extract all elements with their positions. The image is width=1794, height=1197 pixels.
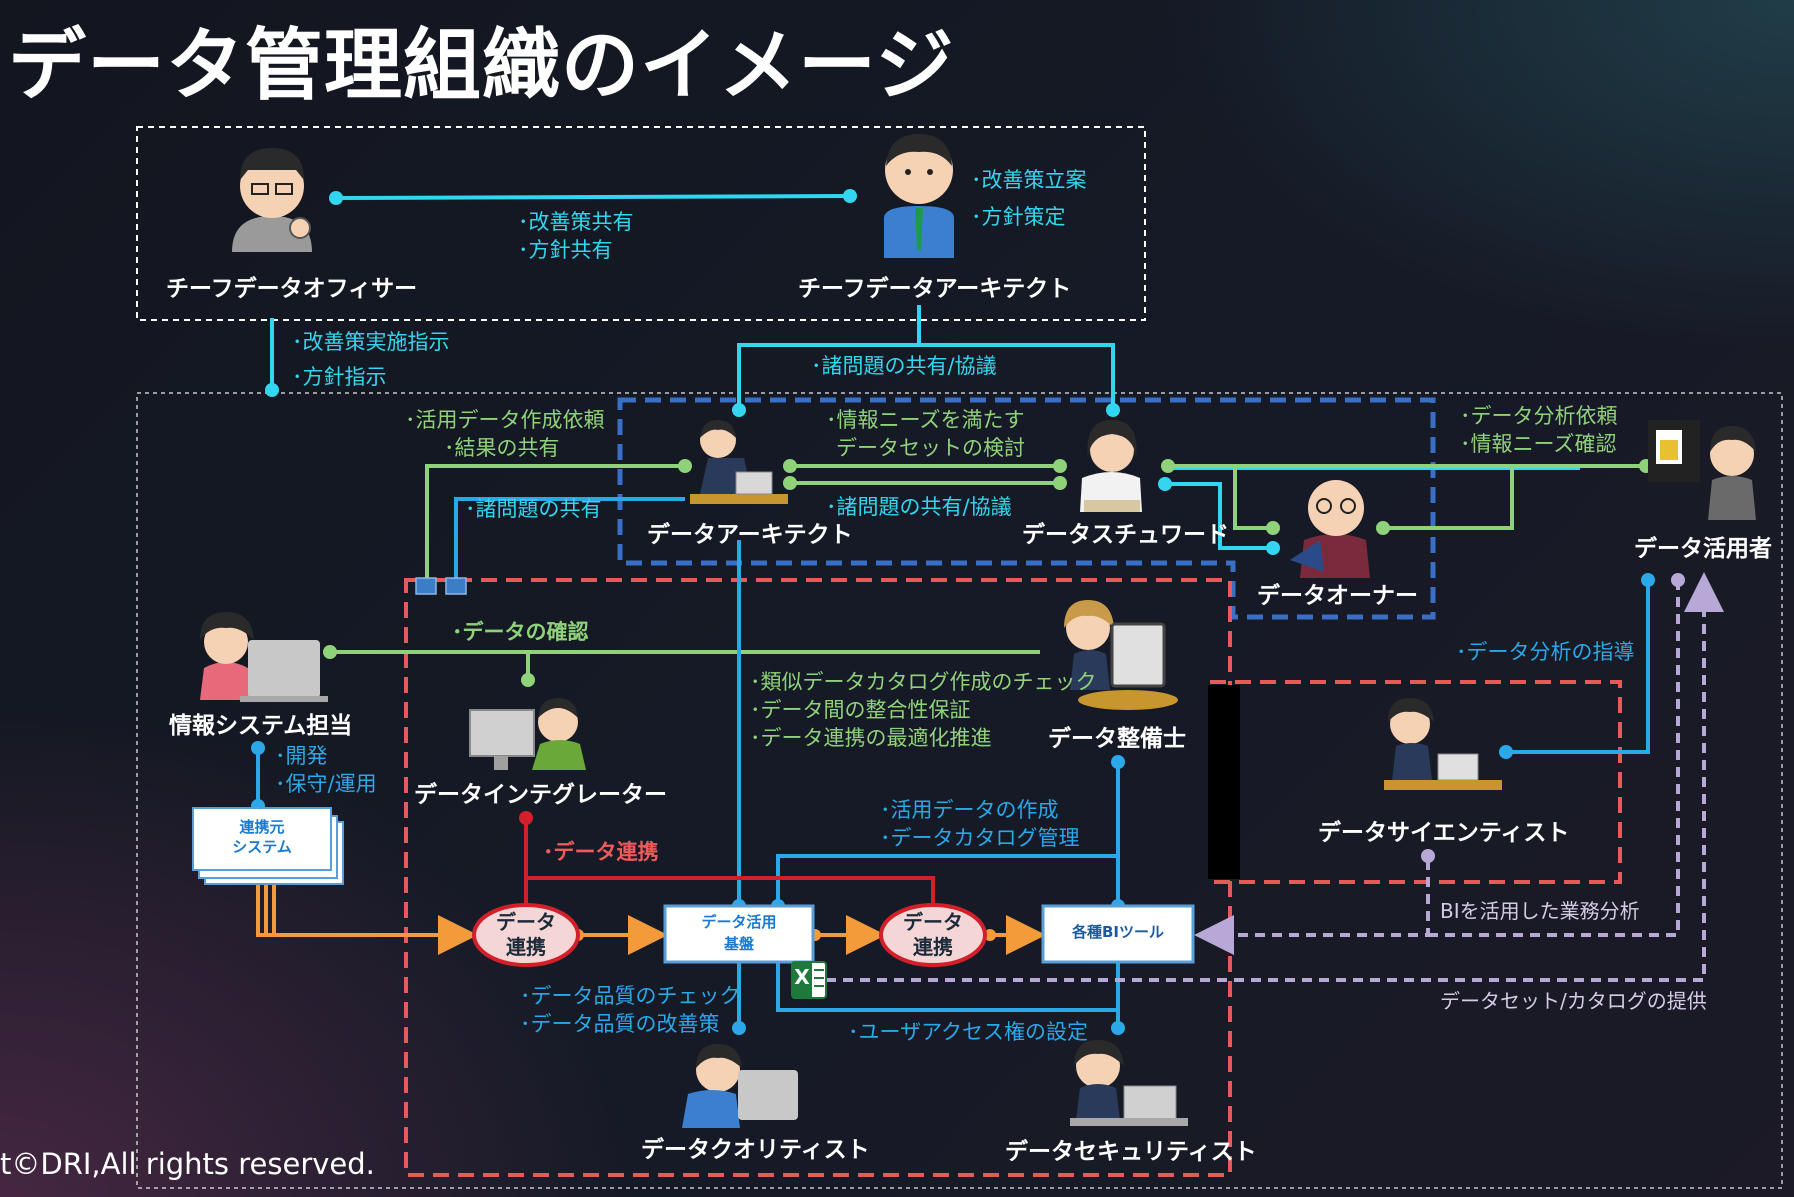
link1-label-a: データ (496, 910, 556, 934)
red-links (524, 818, 935, 912)
platform-label-a: データ活用 (701, 913, 777, 931)
note-issues-share: ･諸問題の共有 (465, 497, 602, 521)
note-catalog-3: ･データ連携の最適化推進 (750, 726, 992, 750)
engineering-box (404, 578, 1232, 1177)
preparer-person-icon (1064, 600, 1178, 710)
role-user: データ活用者 (1634, 536, 1772, 562)
executive-box (136, 126, 1146, 321)
blue-dots (251, 573, 1655, 1035)
cda-person-icon (884, 134, 954, 258)
note-quality-2: ･データ品質の改善策 (520, 1012, 720, 1036)
excel-icon (791, 961, 827, 999)
note-ops: ･保守/運用 (275, 772, 377, 796)
note-catalog-1: ･類似データカタログ作成のチェック (750, 670, 1097, 694)
role-architect: データアーキテクト (647, 522, 853, 548)
note-create-2: ･データカタログ管理 (880, 826, 1080, 850)
role-scientist: データサイエンティスト (1318, 820, 1570, 846)
source-system-label: 連携元 システム (232, 818, 292, 856)
link1-ellipse (472, 903, 580, 967)
governance-box (617, 397, 1436, 620)
role-security: データセキュリティスト (1005, 1139, 1257, 1165)
copyright: t©DRI,All rights reserved. (0, 1147, 375, 1181)
bi-tools-label: 各種BIツール (1071, 923, 1164, 941)
role-integrator: データインテグレーター (414, 782, 667, 808)
note-needs-1: ･情報ニーズを満たす (826, 408, 1025, 432)
role-preparer: データ整備士 (1048, 726, 1186, 752)
page-title: データ管理組織のイメージ (8, 21, 955, 111)
role-owner: データオーナー (1257, 583, 1418, 609)
note-request-1: ･活用データ作成依頼 (405, 408, 605, 432)
junction-box-2 (445, 577, 467, 595)
note-needs-2: データセットの検討 (836, 436, 1025, 460)
green-dots (323, 459, 1653, 687)
note-access: ･ユーザアクセス権の設定 (848, 1020, 1089, 1044)
user-person-icon (1648, 420, 1756, 520)
note-cda-tasks-1: ･改善策立案 (971, 168, 1087, 192)
note-provide: データセット/カタログの提供 (1440, 989, 1707, 1013)
note-analysis-2: ･情報ニーズ確認 (1460, 432, 1617, 456)
junction-box-1 (415, 577, 437, 595)
note-bi-analysis: BIを活用した業務分析 (1440, 899, 1640, 923)
source-system-node (192, 807, 344, 885)
bi-tools-rect (1041, 904, 1195, 964)
integrator-person-icon (469, 698, 586, 770)
scientist-person-icon (1384, 698, 1502, 790)
science-box (1208, 680, 1622, 884)
platform-rect (663, 904, 815, 964)
orange-flow (256, 870, 1046, 955)
note-guidance: ･データ分析の指導 (1456, 640, 1635, 664)
note-share-2: ･方針共有 (518, 238, 613, 262)
role-cda: チーフデータアーキテクト (798, 276, 1072, 302)
note-discuss-top: ･諸問題の共有/協議 (811, 354, 997, 378)
note-dev: ･開発 (275, 744, 328, 768)
role-cdo: チーフデータオフィサー (166, 276, 418, 302)
link1-label-b: 連携 (506, 935, 546, 959)
note-catalog-2: ･データ間の整合性保証 (750, 698, 971, 722)
executive-dots (265, 189, 1280, 555)
cdo-person-icon (232, 148, 312, 252)
lavender-dots (1421, 573, 1685, 863)
note-instruct-2: ･方針指示 (292, 365, 387, 389)
role-infosys: 情報システム担当 (169, 713, 353, 739)
note-confirm: ･データの確認 (452, 620, 589, 644)
excel-label: X (794, 965, 810, 989)
platform-label-b: 基盤 (723, 935, 754, 953)
link2-label-b: 連携 (913, 935, 953, 959)
note-discuss-mid: ･諸問題の共有/協議 (826, 495, 1012, 519)
lavender-flow (826, 572, 1724, 982)
role-steward: データスチュワード (1022, 522, 1229, 548)
note-instruct-1: ･改善策実施指示 (292, 330, 450, 354)
link2-ellipse (879, 903, 987, 967)
red-dots (519, 811, 940, 919)
note-request-2: ･結果の共有 (444, 436, 560, 460)
green-links (330, 464, 1646, 680)
infosys-person-icon (200, 612, 328, 702)
blue-links (256, 497, 1650, 1028)
role-quality: データクオリティスト (641, 1137, 870, 1163)
note-create-1: ･活用データの作成 (880, 798, 1059, 822)
security-person-icon (1070, 1040, 1188, 1126)
note-quality-1: ･データ品質のチェック (520, 984, 741, 1008)
note-cda-tasks-2: ･方針策定 (971, 205, 1066, 229)
note-linkage: ･データ連携 (543, 840, 659, 864)
link2-label-a: データ (903, 910, 963, 934)
operations-box (136, 392, 1783, 1189)
black-bar (1208, 685, 1240, 879)
architect-person-icon (690, 420, 788, 504)
note-share-1: ･改善策共有 (518, 210, 634, 234)
steward-person-icon (1080, 420, 1142, 512)
owner-person-icon (1290, 480, 1370, 578)
note-analysis-1: ･データ分析依頼 (1460, 404, 1618, 428)
quality-person-icon (682, 1044, 798, 1128)
